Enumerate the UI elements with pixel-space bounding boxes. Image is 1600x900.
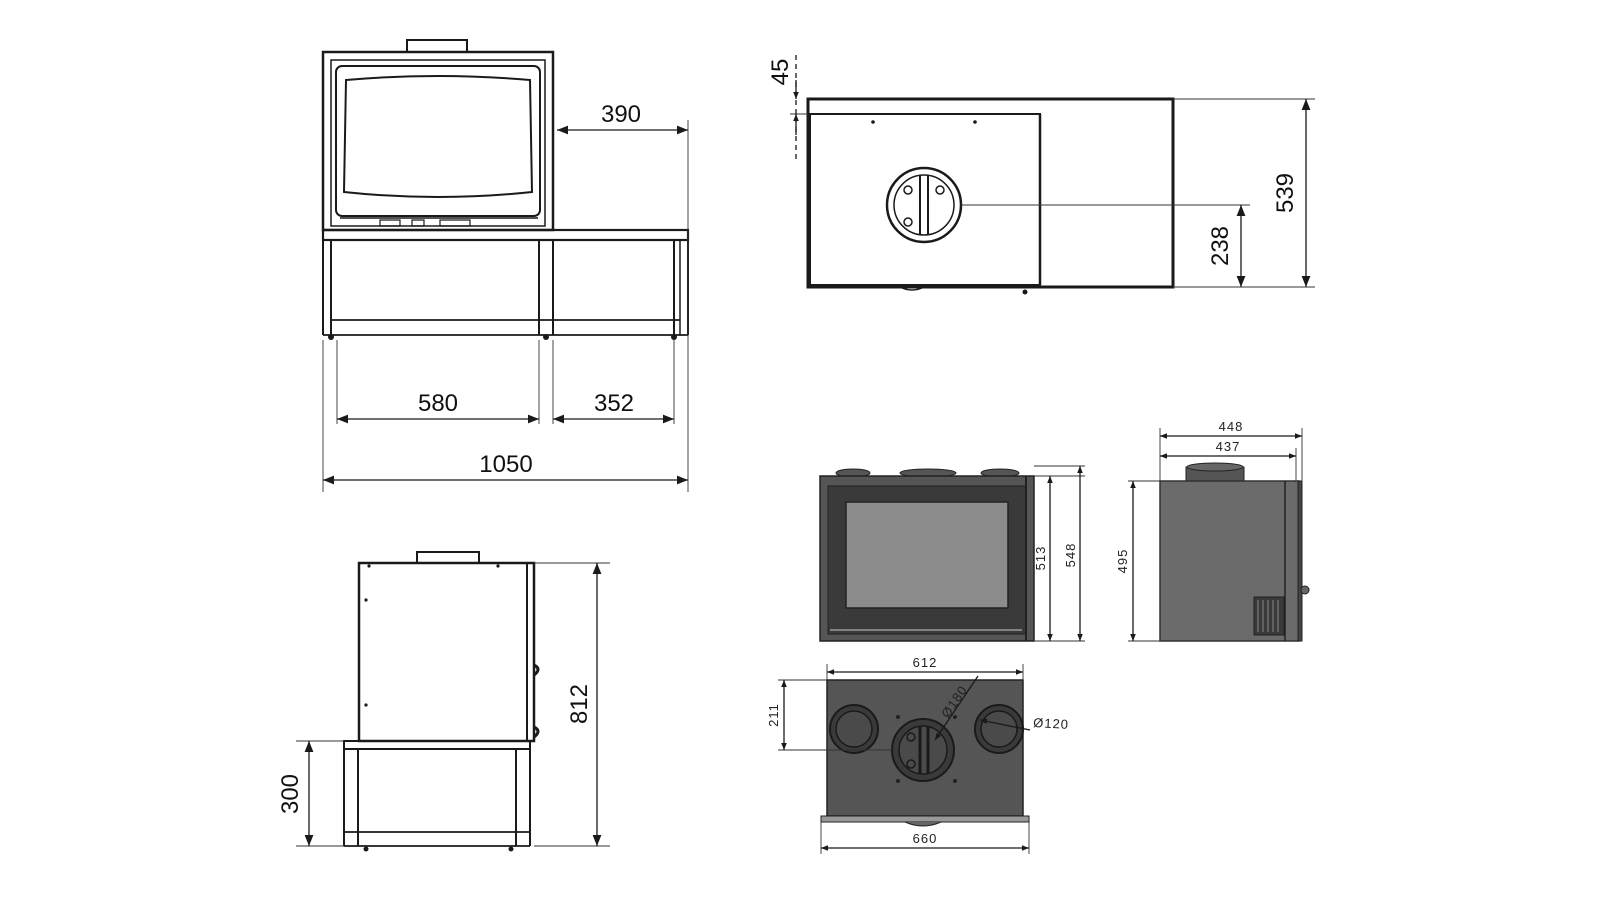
insert-top-view: 612 660 211 Ø180 Ø120: [766, 655, 1069, 854]
dim-bench-height-label: 300: [277, 774, 304, 814]
dim-insert-outer-height-label: 548: [1063, 543, 1078, 568]
dim-overall-height-label: 812: [566, 684, 593, 724]
dim-insert-outer-depth-label: 448: [1219, 419, 1244, 434]
side-view: 812 300: [277, 551, 610, 852]
front-fireplace-unit: [321, 39, 555, 232]
dim-insert-side-height-label: 495: [1115, 549, 1130, 574]
top-view: 45 238 539: [767, 55, 1315, 295]
top-flue-collar: [885, 166, 963, 244]
dim-total-width-label: 1050: [479, 451, 532, 478]
insert-side-view: 448 437 495: [1115, 419, 1310, 642]
dim-flue-offset-label: 238: [1207, 226, 1234, 266]
insert-glass-door: [845, 501, 1009, 609]
dim-insert-inner-height-label: 513: [1033, 546, 1048, 571]
insert-front-view: 513 548: [819, 465, 1085, 642]
insert-main-flue: [891, 718, 955, 782]
dim-insert-flue-depth-label: 211: [766, 703, 781, 727]
dim-depth-label: 539: [1272, 173, 1299, 213]
dim-right-section-label: 352: [594, 390, 634, 417]
front-view: 390 580 352 1050: [321, 39, 690, 492]
dim-top-gap-label: 45: [767, 59, 794, 86]
dim-insert-inner-depth-label: 437: [1216, 439, 1241, 454]
dim-insert-bottom-width-label: 660: [913, 831, 938, 846]
dia-side-flue-label: Ø120: [1033, 715, 1070, 732]
dim-bench-overhang-label: 390: [601, 101, 641, 128]
dim-insert-top-width-label: 612: [913, 655, 938, 670]
dim-left-section-label: 580: [418, 390, 458, 417]
front-bench: [321, 228, 690, 340]
